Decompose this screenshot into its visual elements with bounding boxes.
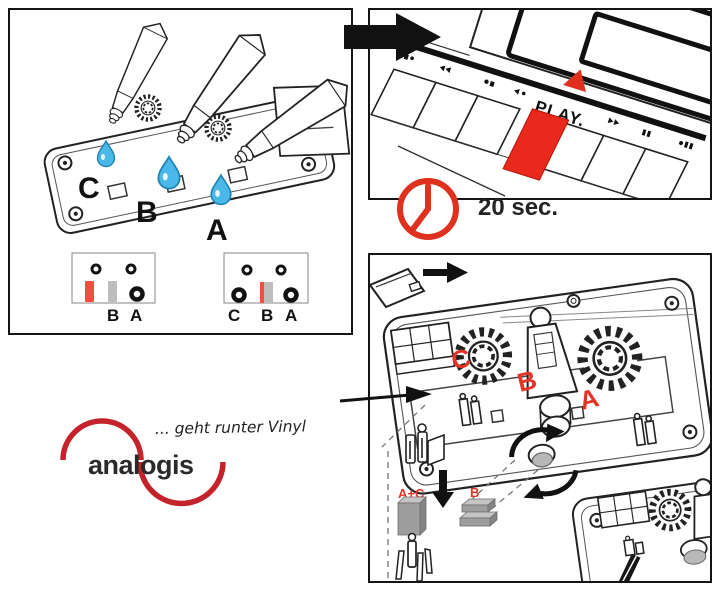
indicator-left-label-a: A: [130, 306, 142, 325]
point-label-b: B: [136, 196, 158, 229]
indicator-right-label-c: C: [228, 306, 240, 325]
pad-b: [458, 498, 499, 527]
panel-mechanism-step: C B A A+C: [368, 253, 712, 583]
corner-mechanism: [571, 474, 710, 581]
flow-right-arrow-icon: [344, 13, 441, 61]
gear-icon: [206, 116, 229, 139]
pointer-arrow-icon: [340, 386, 432, 403]
control-symbols: [403, 53, 694, 150]
point-label-a: A: [206, 214, 228, 247]
logo-wave-lower-arc: [137, 461, 226, 507]
pad-ac: [397, 496, 427, 536]
pad-b-label: B: [470, 485, 479, 500]
logo-wave-upper-arc: [60, 418, 144, 461]
lubrication-illustration: C B A B A: [43, 17, 351, 325]
mechanism-frame: [382, 277, 710, 499]
slide-direction-arrow-icon: [423, 262, 468, 283]
insert-part-bottom: [395, 532, 433, 581]
mechanism-illustration: C B A A+C: [370, 262, 710, 581]
point-label-c: C: [78, 172, 100, 205]
pressed-play-key: [502, 108, 570, 181]
button-row: [370, 68, 689, 198]
station-a: [632, 412, 657, 447]
button-block: [389, 321, 456, 375]
insert-part-top: [405, 423, 445, 467]
play-triangle-icon: [563, 69, 586, 93]
gear-icon: [650, 490, 690, 530]
gear-icon: [136, 96, 159, 119]
duration-text: 20 sec.: [478, 194, 559, 221]
indicator-diagram-right: C B A: [223, 252, 309, 325]
indicator-right-label-a: A: [285, 306, 297, 325]
brand-name: analogis: [88, 450, 194, 480]
rotation-arrows-icon: [509, 423, 579, 499]
thin-red-bar: [260, 282, 264, 303]
panel-lubrication-step: C B A B A: [8, 8, 353, 335]
brand-logo: analogis ... geht runter Vinyl: [60, 417, 307, 507]
clock-icon: [397, 178, 459, 240]
gray-bar: [108, 281, 117, 302]
tool-rod: [612, 553, 641, 581]
gray-bar: [264, 282, 273, 303]
red-bar: [85, 281, 94, 302]
slide-cover: [370, 267, 426, 309]
gear-icon: [579, 328, 641, 390]
center-lever: [526, 306, 579, 400]
indicator-left-label-b: B: [107, 306, 119, 325]
station-c: [458, 392, 483, 427]
brand-tagline: ... geht runter Vinyl: [155, 417, 307, 438]
replace-down-arrow-icon: [432, 470, 454, 508]
indicator-diagram-left: B A: [71, 252, 156, 325]
indicator-right-label-b: B: [261, 306, 273, 325]
